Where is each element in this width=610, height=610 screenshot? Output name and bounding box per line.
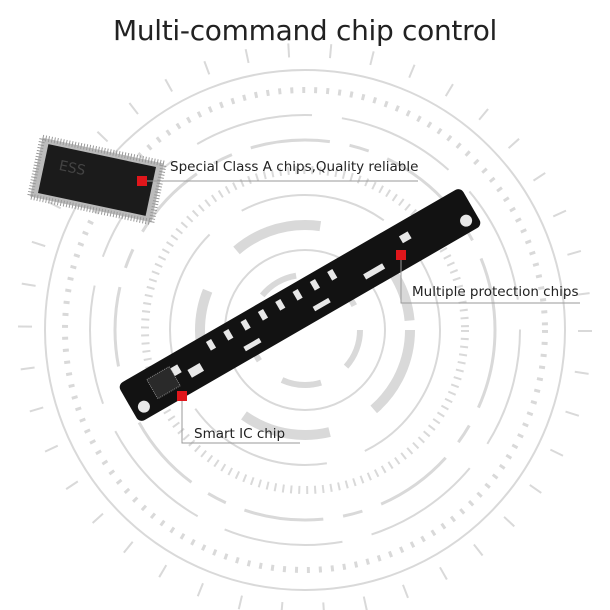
protection-marker (396, 250, 406, 260)
pcb-board-image (119, 189, 481, 421)
callout-protection: Multiple protection chips (412, 284, 579, 300)
smart-ic-marker (177, 391, 187, 401)
svg-text:ESS: ESS (57, 158, 86, 179)
callout-smart-ic: Smart IC chip (194, 426, 286, 442)
page-title: Multi-command chip control (112, 14, 498, 47)
callout-chip: Special Class A chips,Quality reliable (170, 159, 419, 175)
qfp-chip-image: ESS (26, 134, 168, 226)
chip-marker (137, 176, 147, 186)
